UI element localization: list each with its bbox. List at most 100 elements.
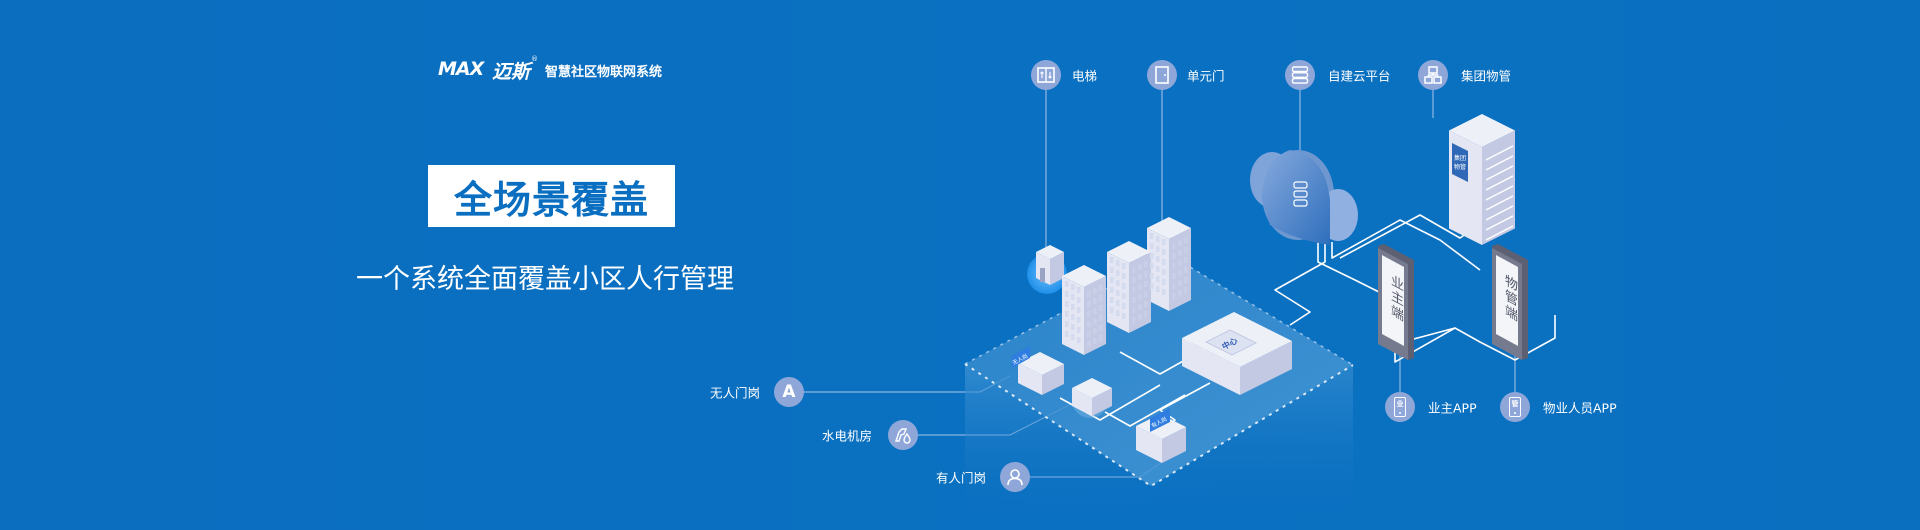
staff-phone-icon: 管 [1500, 392, 1530, 422]
node-label-utility-room: 水电机房 [822, 428, 873, 444]
tower-window [1087, 341, 1091, 347]
tower-window [1116, 280, 1120, 286]
data-center-left-face [1182, 338, 1240, 395]
platform-front-edge [964, 363, 1354, 488]
node-label-unmanned-gate: 无人门岗 [710, 385, 761, 401]
tower-window [1132, 277, 1136, 283]
tower-window [1110, 267, 1114, 273]
manager-phone [1492, 244, 1528, 360]
owner-phone [1378, 244, 1414, 360]
tower-window [1065, 321, 1069, 327]
tower-window [1178, 240, 1182, 246]
tower-window [1184, 247, 1188, 253]
tower-window [1077, 317, 1081, 323]
cloud [1250, 150, 1358, 245]
utility-room-left-face [1072, 388, 1092, 416]
unmanned-booth-left-face [1018, 363, 1042, 395]
elevator-icon [1031, 60, 1061, 90]
tower-window [1065, 291, 1069, 297]
tower-window [1122, 313, 1126, 319]
tower-window [1162, 269, 1166, 275]
server-stripe [1485, 165, 1514, 181]
tower-window [1150, 283, 1154, 289]
server-stripe [1485, 205, 1514, 221]
tower-window [1138, 294, 1142, 300]
data-center-sign-plate [1204, 329, 1258, 356]
server-stripe [1485, 145, 1514, 161]
tower-window [1077, 337, 1081, 343]
elevator-box-top-face [1036, 245, 1064, 259]
hero-title-box: 全场景覆盖 [428, 165, 675, 227]
tower-window [1138, 284, 1142, 290]
tower-window [1172, 243, 1176, 249]
network-line-h [1317, 236, 1396, 301]
group-server-sign [1452, 143, 1468, 182]
tower-window [1150, 273, 1154, 279]
brand-logo: MAX [438, 58, 484, 80]
node-label-manned-gate: 有人门岗 [936, 470, 987, 486]
tower-window [1122, 283, 1126, 289]
tower-window [1132, 287, 1136, 293]
door-icon [1147, 60, 1177, 90]
tower-window [1116, 300, 1120, 306]
server-stripe [1485, 155, 1514, 171]
tower-window [1184, 277, 1188, 283]
tower-window [1156, 256, 1160, 262]
hero-subtitle: 一个系统全面覆盖小区人行管理 [356, 264, 734, 295]
network-line-g [1331, 219, 1481, 271]
cloud-server-icon [1293, 190, 1308, 198]
tower-window [1138, 304, 1142, 310]
tower-window [1077, 327, 1081, 333]
network-line-k [1409, 327, 1456, 341]
brand-logo-cn: 迈斯 [492, 61, 531, 83]
tower-window [1087, 321, 1091, 327]
tower-window [1184, 287, 1188, 293]
tower-window [1144, 271, 1148, 277]
unmanned-booth-right-face [1042, 364, 1064, 395]
tower-1-top-face [1062, 265, 1106, 287]
unmanned-booth-sign [1012, 346, 1030, 368]
tower-window [1122, 273, 1126, 279]
group-server-label: 集团 [1454, 154, 1466, 162]
hero-title: 全场景覆盖 [453, 177, 649, 222]
owner-phone-screen [1382, 255, 1404, 346]
manager-phone-label: 物管端 [1502, 271, 1517, 325]
cloud-server-icon [1293, 199, 1308, 207]
tower-window [1184, 257, 1188, 263]
group-server-top-face [1449, 114, 1515, 147]
tower-window [1178, 270, 1182, 276]
tower-window [1178, 290, 1182, 296]
server-stripe [1485, 215, 1514, 231]
tower-window [1065, 311, 1069, 317]
tower-window [1110, 287, 1114, 293]
tower-window [1162, 249, 1166, 255]
manned-booth-left-face [1136, 426, 1162, 463]
network-line-b [1104, 394, 1186, 427]
tower-window [1144, 311, 1148, 317]
tower-window [1110, 297, 1114, 303]
tower-window [1093, 288, 1097, 294]
tower-window [1122, 293, 1126, 299]
staff-phone-glyph: 管 [1511, 400, 1519, 408]
tower-window [1099, 315, 1103, 321]
tower-window [1116, 310, 1120, 316]
manned-booth-sign [1150, 408, 1170, 432]
tower-window [1099, 305, 1103, 311]
owner-phone-icon: 业 [1385, 392, 1415, 422]
owner-phone-label: 业主端 [1388, 271, 1403, 325]
tower-window [1178, 260, 1182, 266]
server-stripe [1485, 195, 1514, 211]
node-label-owner-app: 业主APP [1428, 400, 1477, 416]
tower-window [1110, 257, 1114, 263]
tower-window [1150, 233, 1154, 239]
tower-window [1077, 287, 1081, 293]
tower-window [1132, 317, 1136, 323]
tower-window [1156, 276, 1160, 282]
node-label-elevator: 电梯 [1072, 68, 1098, 84]
elevator-door [1040, 268, 1045, 282]
org-chart-icon [1418, 60, 1448, 90]
utility-room-top-face [1072, 378, 1112, 398]
tower-window [1110, 277, 1114, 283]
tower-window [1071, 314, 1075, 320]
